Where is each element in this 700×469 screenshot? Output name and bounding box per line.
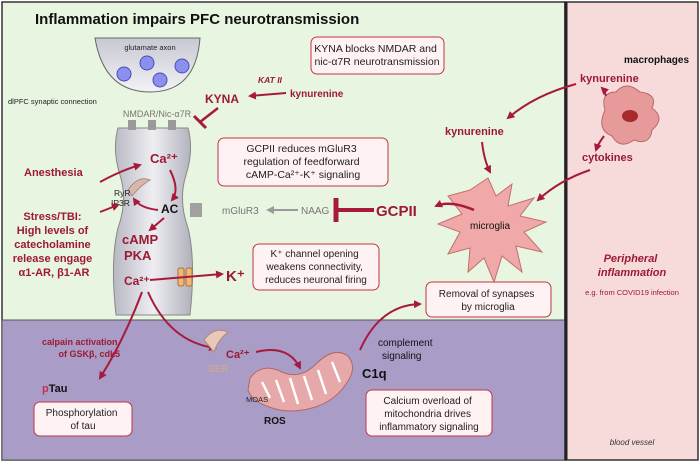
kyna-inhibit-line [199,107,219,123]
ser-icon [203,329,229,354]
k-channel-info-box [252,243,380,291]
mglur3-label: mGluR3 [222,206,259,217]
ac-to-camp-arrow [148,217,165,232]
cyto-to-microglia-arrow [536,169,591,202]
ros-label: ROS [264,416,286,427]
ca-to-mito-arrow [255,349,301,370]
microglia-to-gcpii-arrow [434,199,475,212]
kat2-arrow [248,91,287,100]
complement-arrow [359,300,422,351]
microglia-icon [436,177,548,284]
blood-vessel-label: blood vessel [610,438,655,447]
calcium-label-ser: Ca²⁺ [226,349,250,361]
stress-tbi-label: Stress/TBI: High levels of catecholamine… [13,211,96,279]
naag-label: NAAG [301,206,330,217]
cytokines-label: cytokines [582,152,633,164]
er-icon [127,178,152,197]
c1q-label: C1q [362,366,387,381]
receptor-icon [148,120,156,130]
glutamate-axon-label: glutamate axon [124,43,175,52]
peripheral-inflammation-label: Peripheral inflammation [598,253,667,279]
ser-label: SER [208,364,229,375]
complement-label: complement signaling [378,338,435,362]
camp-label: cAMP [122,232,158,247]
macrophages-label: macrophages [624,55,689,66]
kat2-label: KAT II [258,75,283,85]
receptor-label: NMDAR/Nic-α7R [123,109,192,119]
ac-to-er-arrow [132,197,159,211]
ip3r-label: IP3R [111,198,130,208]
microglia-label: microglia [470,221,510,232]
mglur3-receptor-icon [190,203,202,217]
receptor-icon [168,120,176,130]
mitochondria-icon [247,351,353,412]
macro-to-kyn-arrow [600,86,610,97]
vesicle [116,66,132,82]
anesthesia-label: Anesthesia [24,167,84,179]
calcium-overload-info-text: Calcium overload of mitochondria drives … [379,396,479,433]
ptau-label: pTau [42,383,67,395]
gcpii-info-text: GCPII reduces mGluR3 regulation of feedf… [243,143,362,181]
k-channel-info-text: K⁺ channel opening weakens connectivity,… [265,249,367,286]
phosphorylation-info-text: Phosphorylation of tau [46,408,121,432]
ryr-label: RyR [114,188,131,198]
ca-to-ac-arrow [169,169,179,202]
ca-to-ser-arrow [147,291,217,352]
calcium-label-lower: Ca²⁺ [124,274,150,288]
kyna-inhibit-bar [192,114,208,130]
stress-arrow [99,203,120,213]
kyna-label: KYNA [205,92,239,106]
kynurenine-right-label: kynurenine [580,73,639,85]
kynurenine-label: kynurenine [290,89,344,100]
blood-vessel-panel [564,1,699,461]
removal-info-box [425,281,552,318]
macrophage-nucleus [622,110,638,122]
kyna-info-box [310,36,445,75]
ac-label: AC [161,202,179,216]
vesicle [174,58,190,74]
potassium-label: K⁺ [226,268,245,285]
calcium-label: Ca²⁺ [150,151,178,166]
calpain-label: calpain activation of GSKβ, cdk5 [42,337,120,359]
kyna-info-text: KYNA blocks NMDAR and nic-α7R neurotrans… [314,43,439,68]
gcpii-info-box [217,137,389,187]
pka-label: PKA [124,248,152,263]
kyn-to-microglia-arrow [481,141,491,174]
receptor-icon [128,120,136,130]
dlpfc-label: dlPFC synaptic connection [8,97,97,106]
covid-label: e.g. from COVID19 infection [585,288,679,297]
calpain-arrow [98,291,143,380]
kynurenine-middle-label: kynurenine [445,126,504,138]
removal-info-text: Removal of synapses by microglia [439,289,537,313]
k-efflux-arrow [149,270,224,281]
mito-cristae [260,361,342,405]
vesicle [139,55,155,71]
vesicle [152,72,168,88]
anesthesia-arrow [99,162,142,183]
calcium-overload-info-box [365,389,493,437]
moas-label: MOAS [246,395,268,404]
page-title: Inflammation impairs PFC neurotransmissi… [35,11,359,28]
macro-to-cyto-arrow [594,135,605,152]
kyn-to-brain-arrow [506,83,577,120]
gcpii-label: GCPII [376,203,417,220]
phosphorylation-info-box [33,401,133,437]
